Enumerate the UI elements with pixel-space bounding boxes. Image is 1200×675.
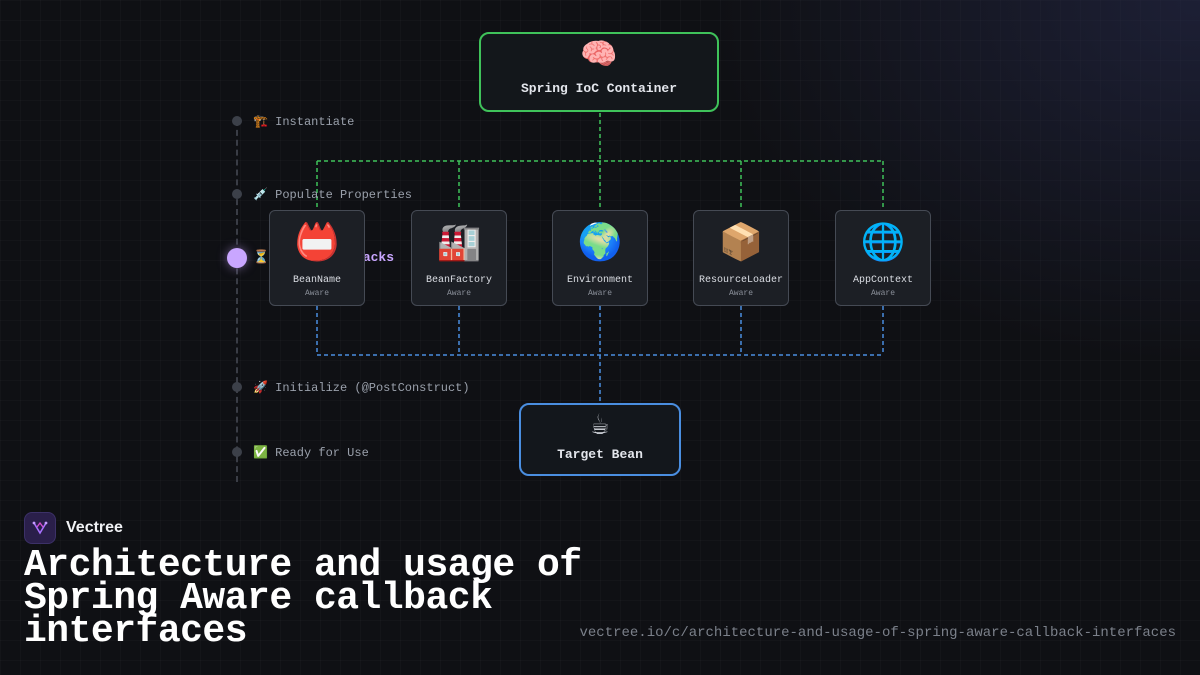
- package-icon: 📦: [718, 224, 764, 265]
- aware-name: BeanName: [292, 275, 341, 286]
- stage-dot: [232, 189, 242, 199]
- stage-label: 🚀 Initialize (@PostConstruct): [253, 380, 470, 395]
- aware-node-appcontext: 🌐 AppContext Aware: [835, 210, 931, 306]
- stage-dot: [232, 447, 242, 457]
- container-title: Spring IoC Container: [520, 81, 678, 96]
- rocket-icon: 🚀: [253, 381, 268, 395]
- stage-text: Populate Properties: [275, 188, 412, 202]
- aware-subtitle: Aware: [728, 289, 753, 298]
- coffee-icon: ☕: [590, 410, 610, 444]
- aware-name: AppContext: [852, 275, 913, 286]
- stage-dot: [232, 116, 242, 126]
- globe-with-meridians-icon: 🌐: [860, 224, 906, 265]
- check-mark-icon: ✅: [253, 446, 268, 460]
- brand[interactable]: Vectree: [24, 512, 123, 544]
- aware-name: BeanFactory: [425, 275, 492, 286]
- spring-ioc-container-node: 🧠 Spring IoC Container: [479, 32, 719, 112]
- aware-to-target-wires: [316, 306, 884, 403]
- aware-node-environment: 🌍 Environment Aware: [552, 210, 648, 306]
- hourglass-icon: ⏳: [253, 250, 270, 265]
- stage-text: Ready for Use: [275, 446, 369, 460]
- vectree-logo-icon: [24, 512, 56, 544]
- aware-node-resourceloader: 📦 ResourceLoader Aware: [693, 210, 789, 306]
- aware-subtitle: Aware: [446, 289, 471, 298]
- stage-label: 💉 Populate Properties: [253, 187, 412, 202]
- brain-icon: 🧠: [580, 40, 618, 74]
- name-badge-icon: 📛: [294, 224, 340, 265]
- factory-icon: 🏭: [436, 224, 482, 265]
- construction-icon: 🏗️: [253, 115, 268, 129]
- stage-text: Initialize (@PostConstruct): [275, 381, 470, 395]
- stage-label: ✅ Ready for Use: [253, 445, 369, 460]
- aware-name: ResourceLoader: [698, 275, 783, 286]
- globe-icon: 🌍: [577, 224, 623, 265]
- aware-subtitle: Aware: [870, 289, 895, 298]
- syringe-icon: 💉: [253, 188, 268, 202]
- container-to-aware-wires: [316, 113, 884, 210]
- aware-subtitle: Aware: [304, 289, 329, 298]
- stage-text: Instantiate: [275, 115, 355, 129]
- stage-label: 🏗️ Instantiate: [253, 114, 354, 129]
- brand-name: Vectree: [66, 519, 123, 536]
- aware-subtitle: Aware: [587, 289, 612, 298]
- target-title: Target Bean: [557, 447, 643, 462]
- aware-name: Environment: [566, 275, 633, 286]
- source-url[interactable]: vectree.io/c/architecture-and-usage-of-s…: [579, 625, 1177, 641]
- page-title: Architecture and usage of Spring Aware c…: [24, 544, 582, 653]
- aware-node-beanfactory: 🏭 BeanFactory Aware: [411, 210, 507, 306]
- target-bean-node: ☕ Target Bean: [519, 403, 681, 476]
- aware-node-beanname: 📛 BeanName Aware: [269, 210, 365, 306]
- stage-dot: [232, 382, 242, 392]
- lifecycle-timeline-line: [236, 120, 238, 482]
- stage-dot-active: [227, 248, 247, 268]
